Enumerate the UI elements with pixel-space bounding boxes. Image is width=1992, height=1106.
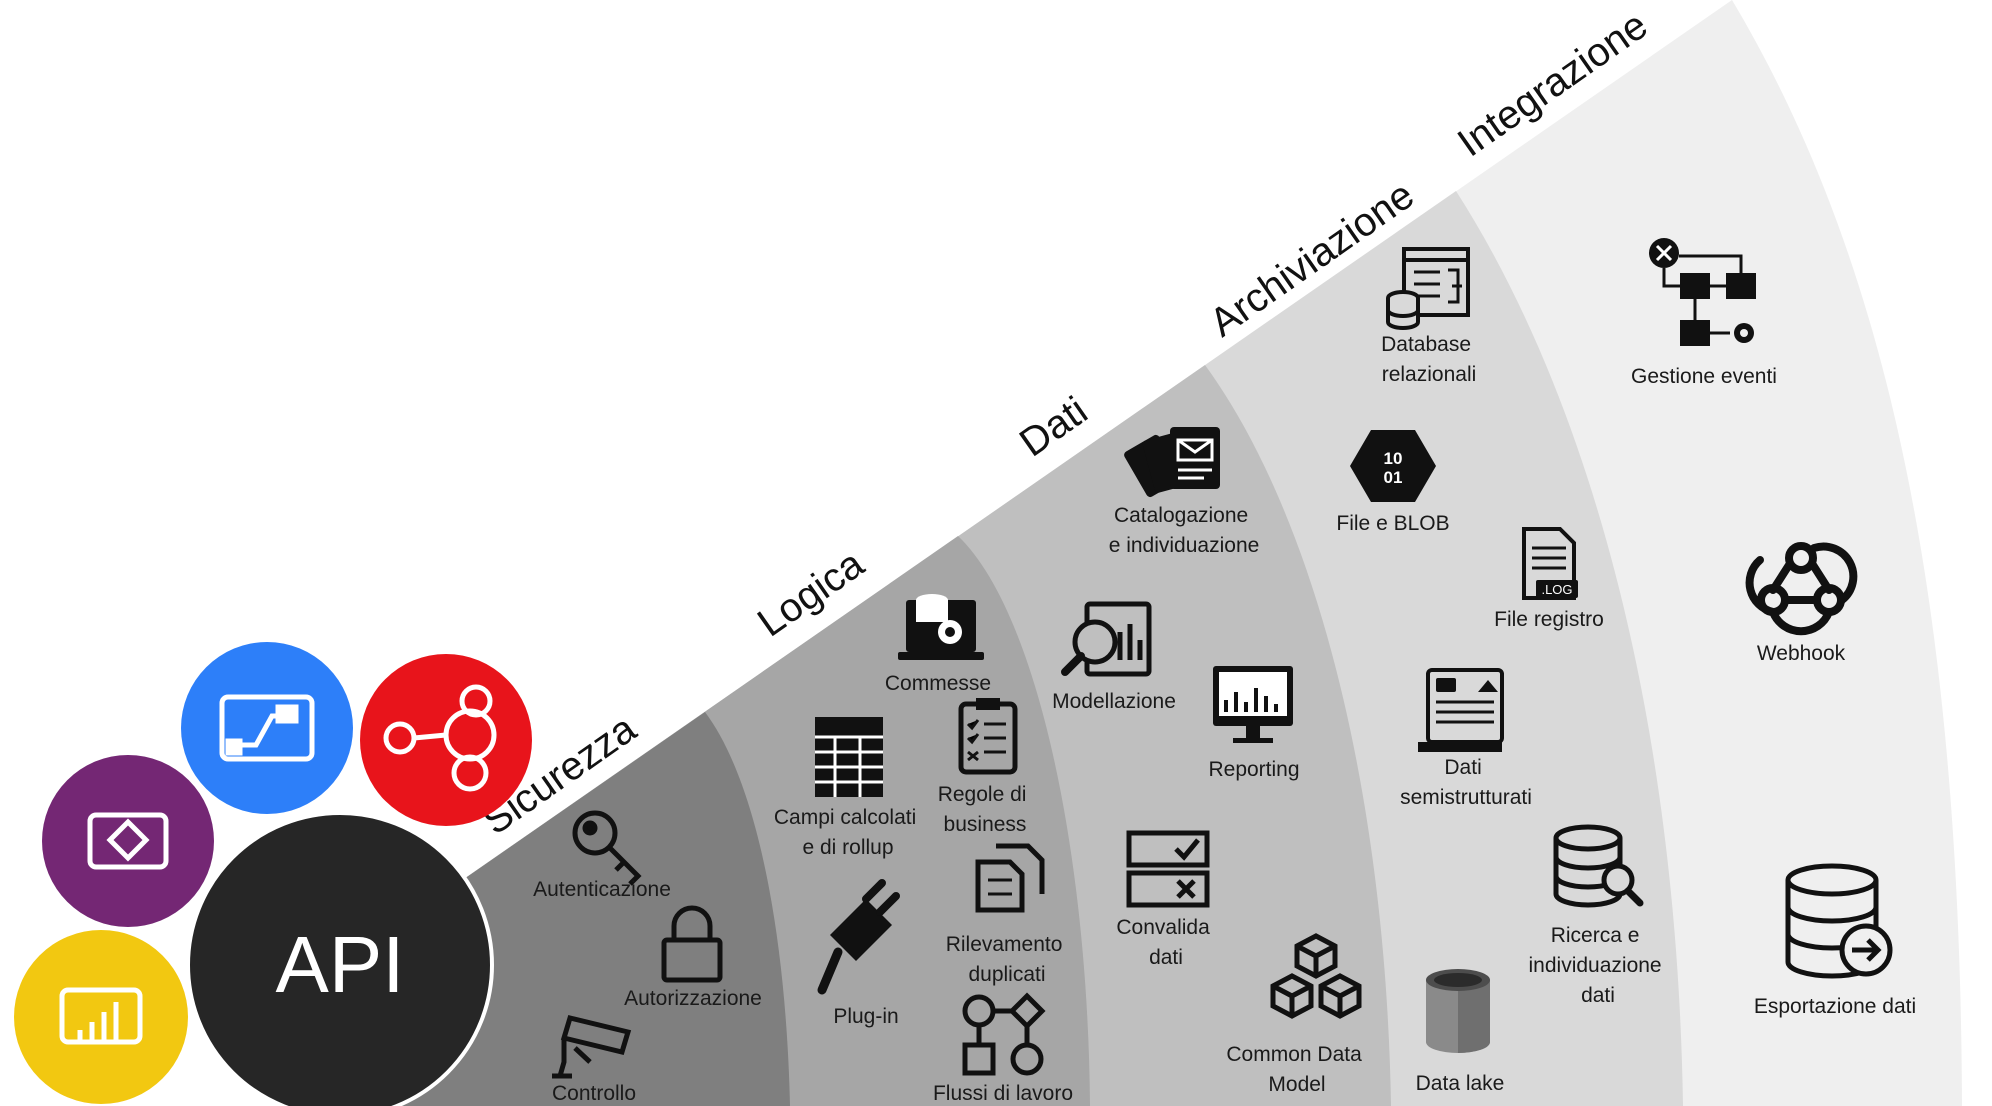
- data-export-icon: [1785, 863, 1893, 979]
- label-modellazione: Modellazione: [1052, 690, 1176, 713]
- webhook-icon: [1745, 542, 1858, 636]
- label-fileregistro: File registro: [1494, 608, 1604, 631]
- label-ricerca: Ricerca e individuazione dati: [1529, 924, 1668, 1007]
- clipboard-checklist-icon: [958, 698, 1018, 775]
- label-fileblob: File e BLOB: [1336, 512, 1449, 535]
- label-convalida: Convalida dati: [1116, 916, 1215, 969]
- label-webhook: Webhook: [1757, 642, 1846, 665]
- event-hub-app: [360, 654, 532, 826]
- modeling-magnifier-icon: [1061, 601, 1152, 677]
- key-icon: [572, 810, 642, 886]
- power-automate-app: [181, 642, 353, 814]
- cubes-icon: [1270, 933, 1362, 1019]
- database-search-icon: [1553, 824, 1644, 908]
- svg-text:01: 01: [1384, 468, 1403, 487]
- duplicate-documents-icon: [975, 843, 1045, 913]
- label-datalake: Data lake: [1416, 1072, 1505, 1095]
- monitor-chart-icon: [1213, 666, 1293, 743]
- power-apps-icon: [87, 812, 169, 870]
- label-reporting: Reporting: [1208, 758, 1299, 781]
- label-catalogazione: Catalogazione e individuazione: [1109, 504, 1260, 557]
- label-controllo: Controllo: [552, 1082, 636, 1105]
- label-cdm: Common Data Model: [1226, 1043, 1367, 1096]
- plug-icon: [817, 879, 900, 995]
- svg-text:.LOG: .LOG: [1541, 582, 1572, 597]
- label-plugin: Plug-in: [833, 1005, 898, 1028]
- api-circle: [186, 811, 494, 1106]
- label-flussi: Flussi di lavoro: [933, 1082, 1073, 1105]
- power-bi-app: [14, 930, 188, 1104]
- camera-icon: [552, 1015, 632, 1079]
- label-gestione: Gestione eventi: [1631, 365, 1777, 388]
- event-hub-icon: [383, 684, 497, 792]
- file-blob-icon: 10 01: [1350, 430, 1436, 502]
- api-label: API: [276, 920, 405, 1009]
- label-database: Database relazionali: [1381, 333, 1477, 386]
- label-autenticazione: Autenticazione: [533, 878, 671, 901]
- lock-icon: [661, 905, 723, 983]
- event-management-icon: [1649, 238, 1756, 346]
- workflow-icon: [962, 992, 1046, 1076]
- label-regole: Regole di business: [938, 783, 1033, 836]
- label-semistrutturati: Dati semistrutturati: [1400, 756, 1532, 809]
- catalog-cards-icon: [1124, 427, 1220, 498]
- label-autorizzazione: Autorizzazione: [624, 987, 762, 1010]
- label-commesse: Commesse: [885, 672, 991, 695]
- label-esportazione: Esportazione dati: [1754, 995, 1916, 1018]
- relational-database-icon: [1386, 247, 1470, 330]
- validation-check-icon: [1126, 830, 1210, 908]
- label-rilevamento: Rilevamento duplicati: [946, 933, 1069, 986]
- power-automate-icon: [219, 694, 315, 762]
- data-lake-icon: [1426, 969, 1490, 1053]
- power-bi-icon: [59, 987, 143, 1045]
- log-file-icon: .LOG: [1522, 527, 1578, 600]
- label-campi: Campi calcolati e di rollup: [774, 806, 922, 859]
- power-apps-app: [42, 755, 214, 927]
- laptop-gear-icon: [898, 594, 984, 660]
- semistructured-document-icon: [1418, 668, 1504, 752]
- spreadsheet-icon: [815, 717, 883, 797]
- svg-text:10: 10: [1384, 449, 1403, 468]
